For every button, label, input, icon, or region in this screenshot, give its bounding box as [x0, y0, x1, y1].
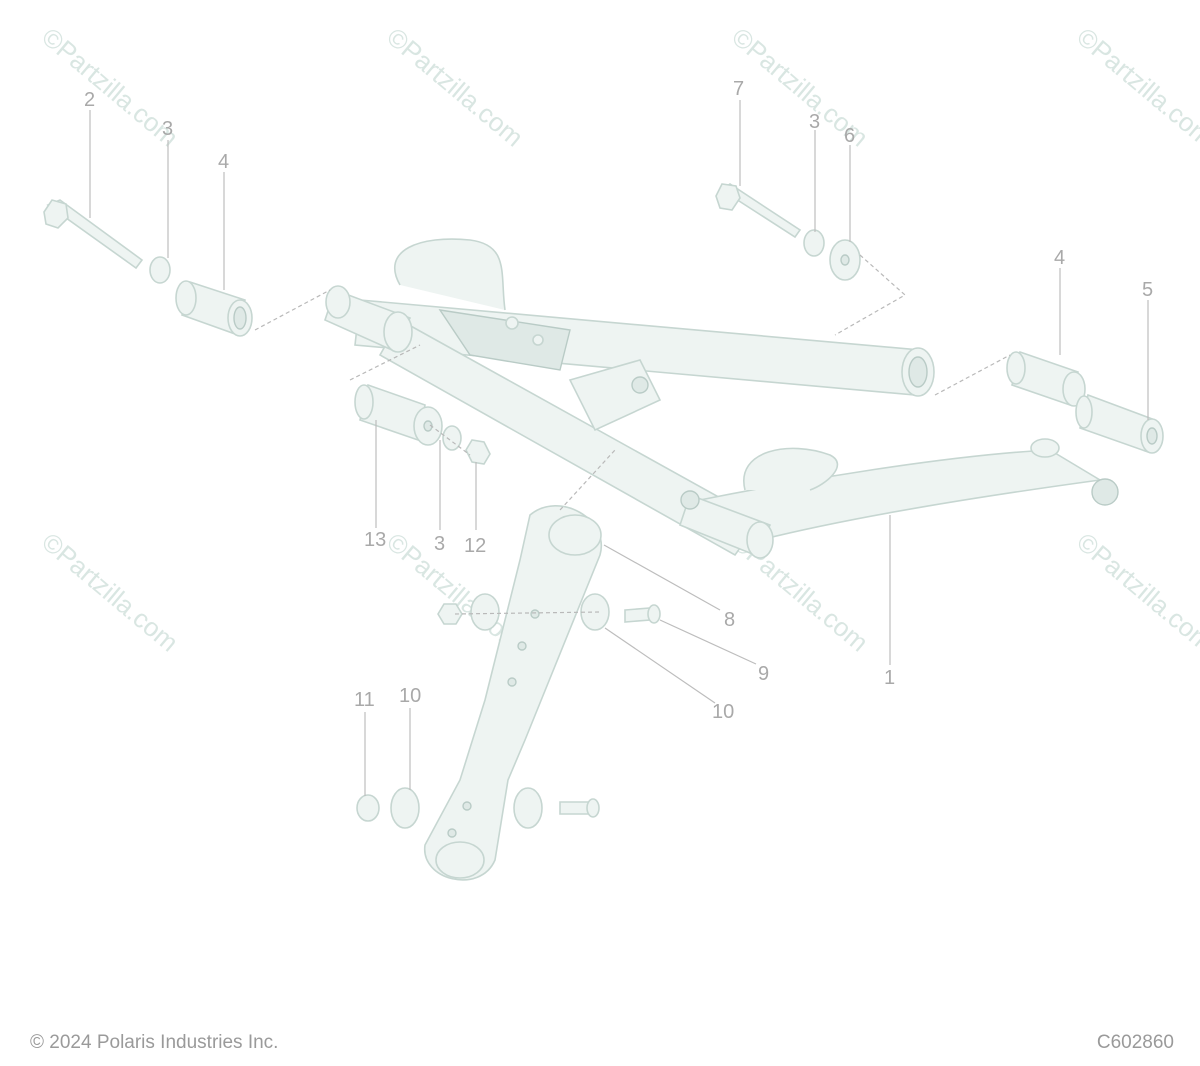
callout-3: 3 — [434, 533, 445, 555]
callout-4: 4 — [1054, 247, 1065, 269]
callout-11: 11 — [354, 689, 375, 711]
callout-3: 3 — [809, 111, 820, 133]
bushing-left — [175, 280, 253, 337]
bolt-right — [715, 183, 802, 239]
callout-3: 3 — [162, 118, 173, 140]
watermark: ©Partzilla.com — [1071, 22, 1200, 153]
callout-7: 7 — [733, 78, 744, 100]
large-washer-hole — [840, 254, 850, 266]
callouts: 2 3 4 7 3 6 4 5 13 3 12 8 9 10 11 10 1 — [84, 78, 1153, 723]
callout-12: 12 — [464, 535, 486, 557]
link-arm — [424, 504, 603, 881]
callout-4: 4 — [218, 151, 229, 173]
bolt-long-left — [43, 199, 144, 270]
assembly-lines — [254, 254, 1011, 615]
washer-lower — [442, 425, 462, 451]
leader-lines — [89, 100, 1149, 796]
callout-5: 5 — [1142, 279, 1153, 301]
sleeve-right — [1075, 393, 1164, 454]
washer-right-top — [803, 229, 825, 257]
callout-10: 10 — [399, 685, 421, 707]
bushing-right — [1006, 350, 1086, 407]
callout-10: 10 — [712, 701, 734, 723]
watermark: ©Partzilla.com — [1071, 527, 1200, 658]
callout-1: 1 — [884, 667, 895, 689]
nut-link-upper — [437, 603, 463, 625]
drawing-id: C602860 — [1096, 1032, 1174, 1053]
copyright-text: © 2024 Polaris Industries Inc. — [30, 1032, 279, 1053]
callout-6: 6 — [844, 125, 855, 147]
washer-link-lower-left — [390, 787, 420, 829]
bolt-link-lower — [559, 798, 600, 818]
callout-8: 8 — [724, 609, 735, 631]
a-arm-frame — [324, 238, 1119, 559]
watermark: ©Partzilla.com — [381, 22, 529, 153]
washer-link-lower-right — [513, 787, 543, 829]
callout-2: 2 — [84, 89, 95, 111]
washer-left — [149, 256, 171, 284]
callout-13: 13 — [364, 529, 386, 551]
watermark: ©Partzilla.com — [36, 527, 184, 658]
washer-link-upper-left — [470, 593, 500, 631]
bolt-link-upper — [624, 604, 661, 624]
bushing-lower — [354, 383, 443, 446]
nut-link-lower — [356, 794, 380, 822]
nut-lower — [465, 439, 491, 465]
callout-9: 9 — [758, 663, 769, 685]
